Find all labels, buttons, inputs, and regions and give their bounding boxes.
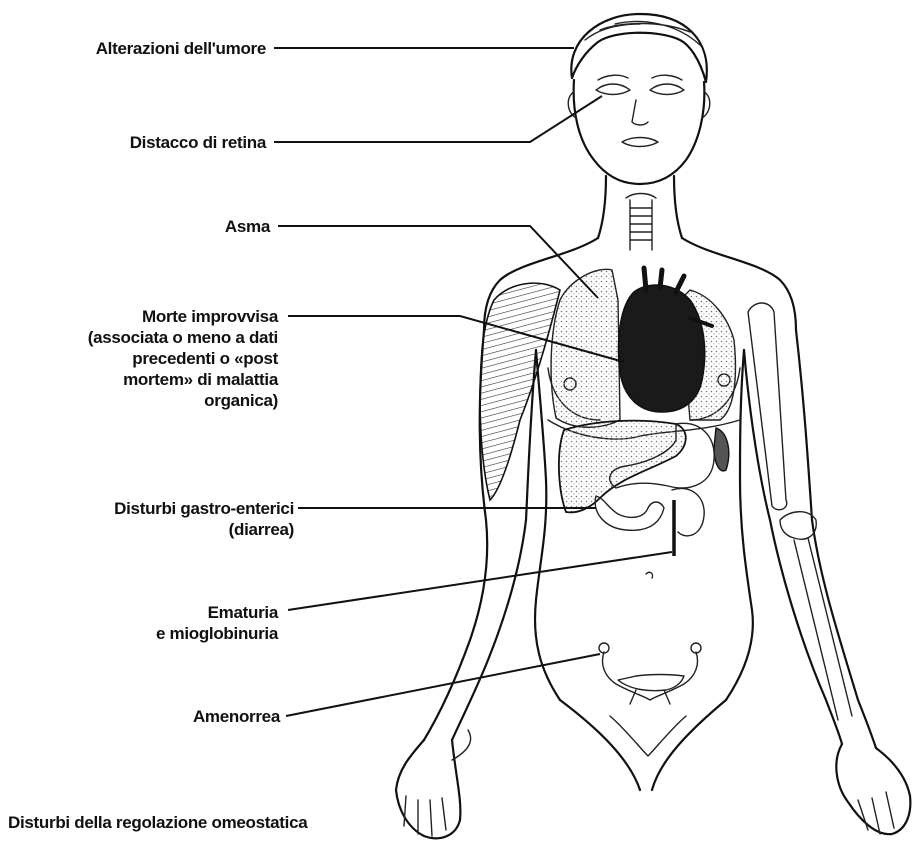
- sudden-death-line-1: Morte improvvisa: [88, 306, 278, 327]
- hematuria-line-2: e mioglobinuria: [156, 623, 278, 644]
- heart: [619, 285, 705, 412]
- gastro-line-1: Disturbi gastro-enterici: [114, 498, 294, 519]
- label-asthma: Asma: [225, 216, 270, 237]
- sudden-death-line-5: organica): [88, 390, 278, 411]
- sudden-death-line-4: mortem» di malattia: [88, 369, 278, 390]
- lungs: [551, 269, 620, 427]
- label-amenorrhea: Amenorrea: [193, 706, 280, 727]
- head-outline: [574, 80, 705, 184]
- left-hand: [396, 730, 471, 838]
- label-gastro: Disturbi gastro-enterici (diarrea): [114, 498, 294, 540]
- arm-muscle: [480, 283, 560, 500]
- uterus: [599, 643, 701, 704]
- sudden-death-line-3: precedenti o «post: [88, 348, 278, 369]
- label-sudden-death: Morte improvvisa (associata o meno a dat…: [88, 306, 278, 411]
- eyes-drawing: [596, 75, 684, 94]
- label-retina: Distacco di retina: [130, 132, 266, 153]
- label-hematuria: Ematuria e mioglobinuria: [156, 602, 278, 644]
- label-mood: Alterazioni dell'umore: [96, 38, 266, 59]
- hematuria-line-1: Ematuria: [156, 602, 278, 623]
- trachea-drawing: [626, 194, 656, 251]
- sudden-death-line-2: (associata o meno a dati: [88, 327, 278, 348]
- label-homeostasis: Disturbi della regolazione omeostatica: [8, 812, 307, 833]
- gastro-line-2: (diarrea): [114, 519, 294, 540]
- right-hand: [836, 744, 910, 834]
